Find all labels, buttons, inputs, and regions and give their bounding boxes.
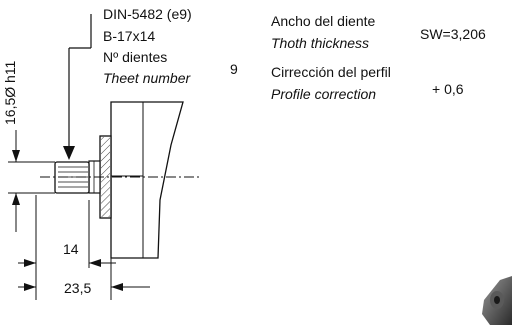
profile-label-es: Cirrección del perfil: [271, 64, 391, 80]
gear-photo-thumbnail: [482, 276, 512, 325]
spline-designation: B-17x14: [103, 28, 156, 44]
teeth-value: 9: [230, 61, 238, 77]
tooth-value: SW=3,206: [420, 26, 486, 42]
length-total-arrow-left: [24, 283, 36, 291]
length-total-label: 23,5: [64, 280, 92, 296]
spline-leader: [68, 14, 92, 150]
tooth-label-es: Ancho del diente: [271, 13, 376, 29]
length-14-arrow-left: [24, 259, 36, 267]
length-short-label: 14: [63, 241, 79, 257]
diameter-arrow-top: [12, 150, 20, 162]
diameter-label: 16,5Ø h11: [2, 60, 18, 125]
flange-collar-hatch: [101, 137, 110, 217]
tooth-label-en: Thoth thickness: [271, 35, 370, 51]
length-14-arrow-right: [89, 259, 101, 267]
profile-value: + 0,6: [432, 81, 464, 97]
spline-leader-arrow: [63, 146, 75, 160]
teeth-label-en: Theet number: [103, 70, 191, 86]
length-total-arrow-right: [111, 283, 123, 291]
diameter-arrow-bottom: [12, 193, 20, 205]
spline-standard: DIN-5482 (e9): [103, 6, 192, 22]
housing-body: [110, 101, 184, 259]
diameter-dimension: [8, 130, 55, 232]
profile-label-en: Profile correction: [271, 86, 377, 102]
teeth-label-es: Nº dientes: [103, 49, 168, 65]
